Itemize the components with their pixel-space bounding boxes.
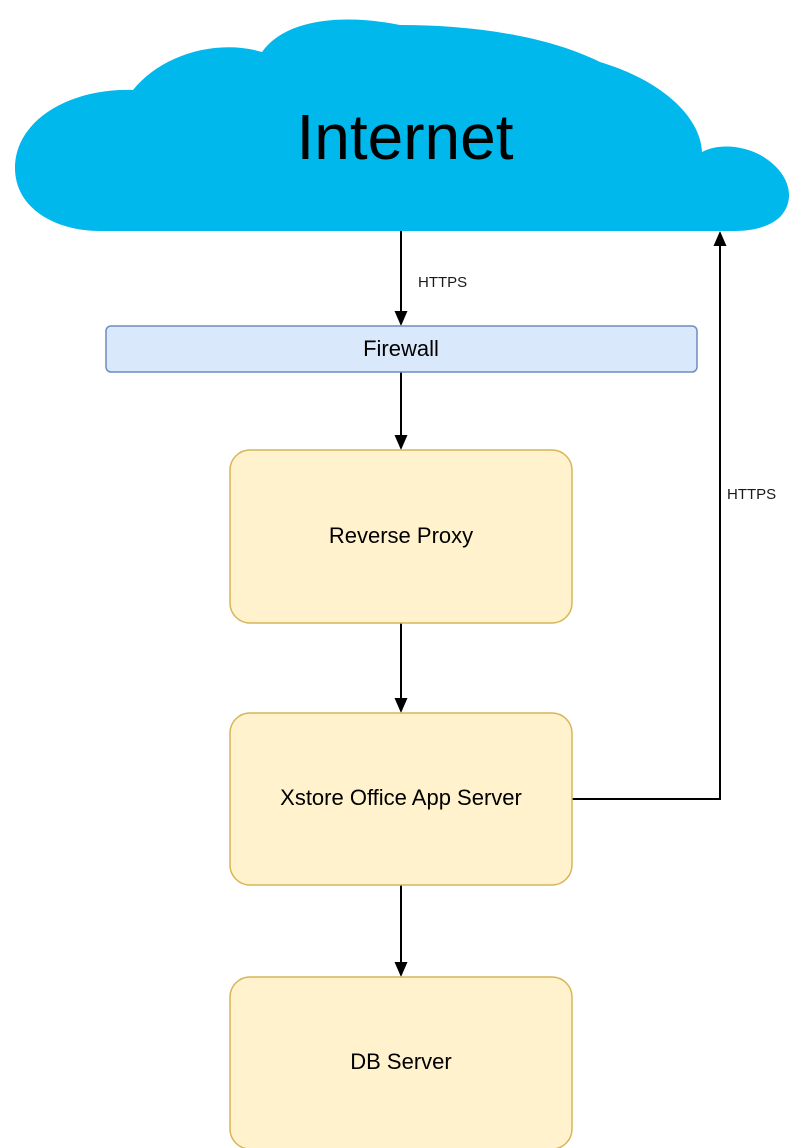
edge-line-appserver-internet	[572, 243, 721, 800]
reverse-proxy-label: Reverse Proxy	[329, 523, 473, 548]
firewall-label: Firewall	[363, 336, 439, 361]
node-reverse-proxy[interactable]: Reverse Proxy	[229, 449, 573, 624]
edge-internet-to-firewall: HTTPS	[394, 231, 467, 326]
edge-firewall-to-reverse-proxy	[394, 372, 408, 450]
reverse-proxy-box	[229, 449, 573, 624]
internet-label: Internet	[296, 101, 513, 173]
app-server-box	[229, 712, 573, 886]
arrow-head-internet-firewall	[394, 311, 408, 326]
edge-app-server-to-db-server	[394, 885, 408, 977]
edge-reverse-proxy-to-app-server	[394, 623, 408, 713]
arrow-head-proxy-appserver	[394, 698, 408, 713]
node-firewall[interactable]: Firewall	[105, 325, 698, 373]
arrow-head-appserver-internet	[713, 231, 727, 246]
db-server-box	[229, 976, 573, 1148]
arrow-head-firewall-proxy	[394, 435, 408, 450]
node-db-server[interactable]: DB Server	[229, 976, 573, 1148]
edge-app-server-to-internet: HTTPS	[572, 231, 776, 800]
node-app-server[interactable]: Xstore Office App Server	[229, 712, 573, 886]
edge-label-https-upstream: HTTPS	[727, 486, 776, 503]
cloud-shape	[15, 19, 790, 231]
arrow-head-appserver-db	[394, 962, 408, 977]
app-server-label: Xstore Office App Server	[280, 785, 522, 810]
node-internet[interactable]: Internet	[15, 19, 790, 231]
edge-label-https-downstream: HTTPS	[418, 274, 467, 291]
db-server-label: DB Server	[350, 1049, 451, 1074]
firewall-box	[105, 325, 698, 373]
